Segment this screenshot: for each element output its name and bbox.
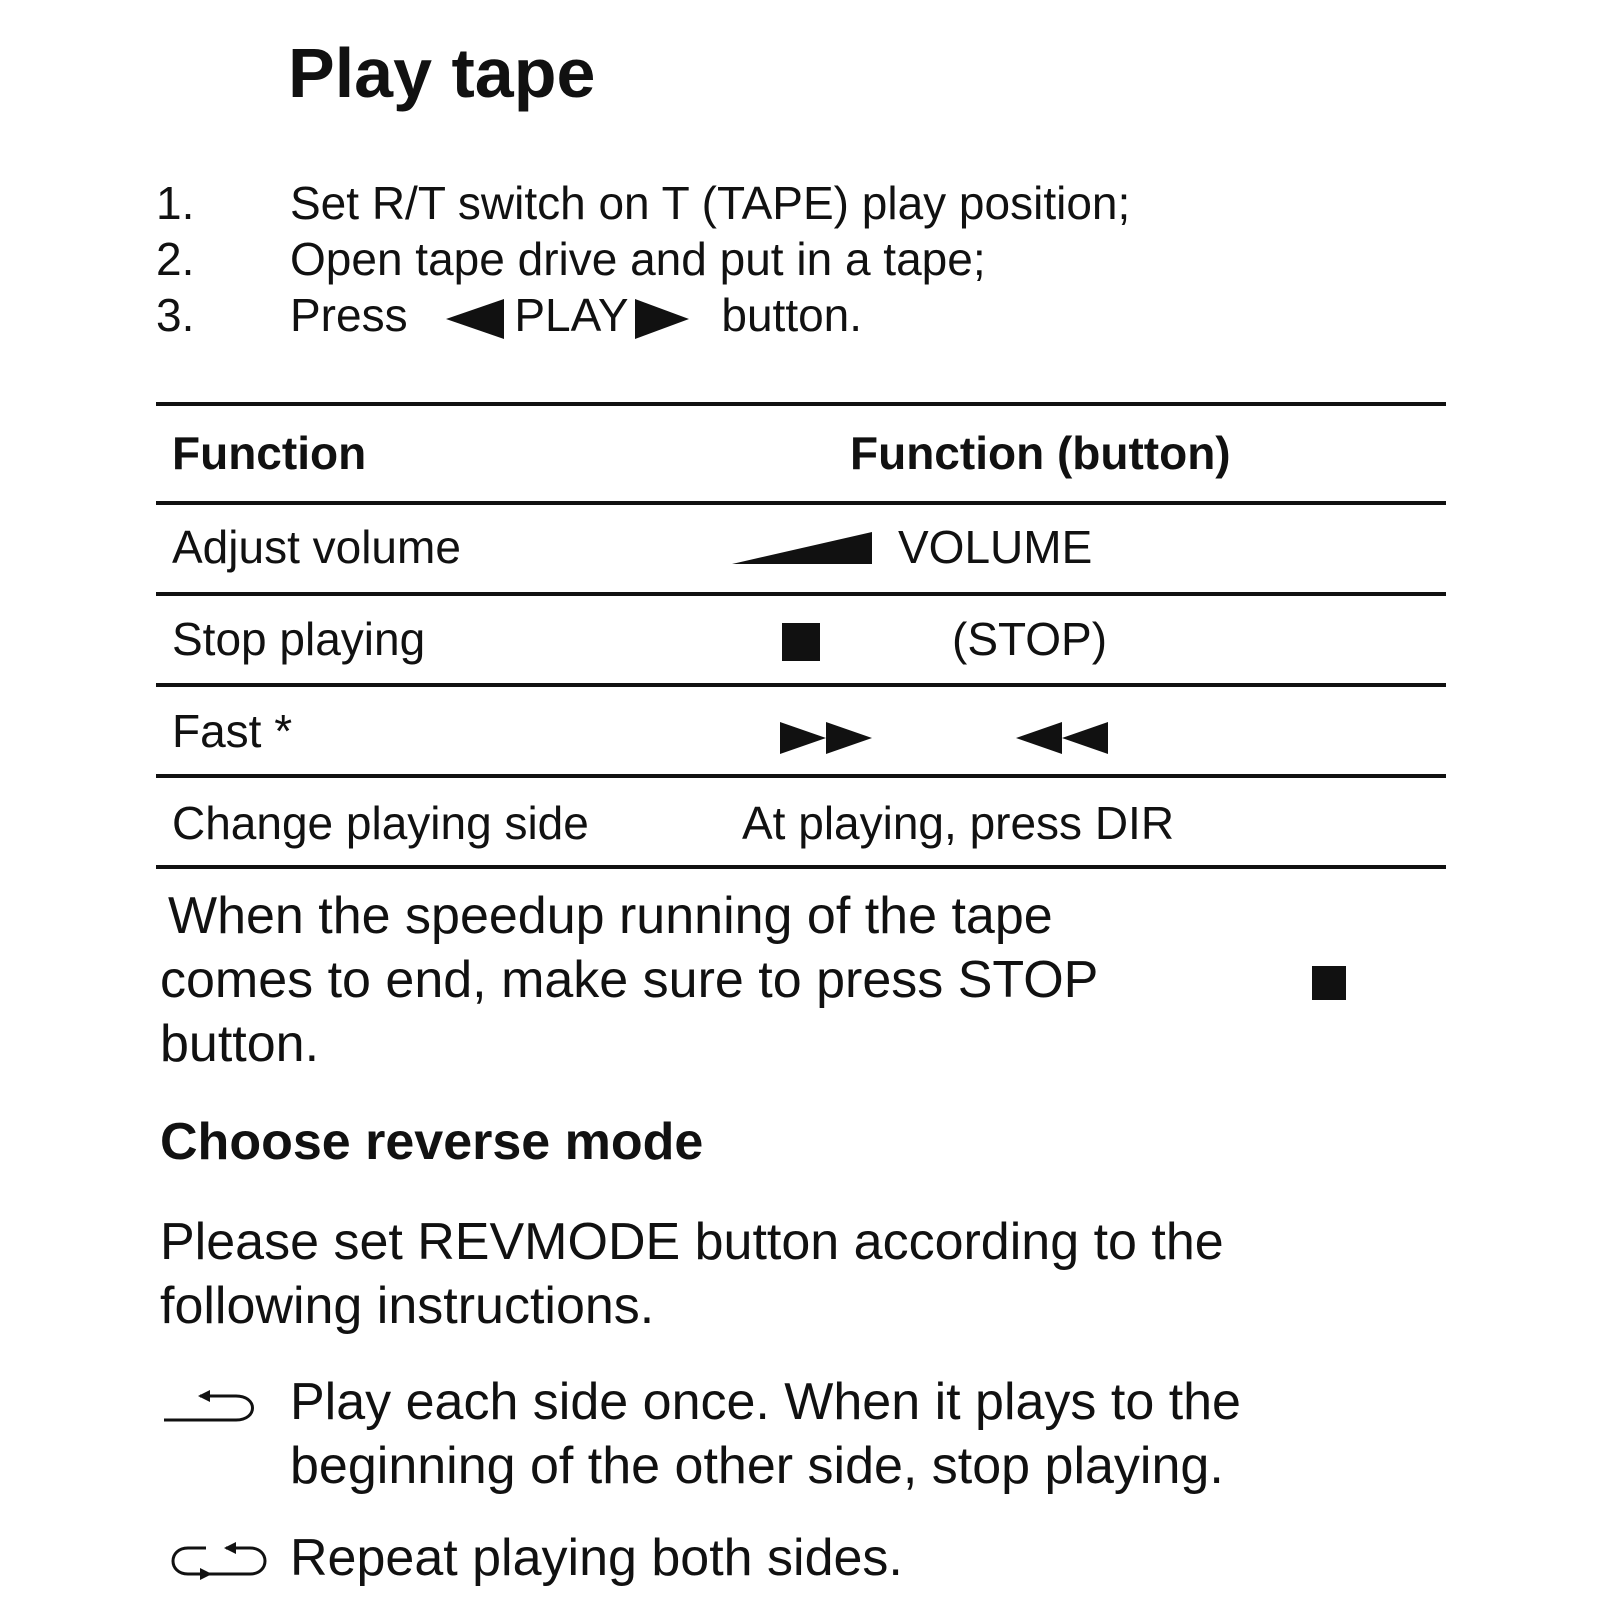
table-cell-function: Adjust volume — [172, 521, 461, 573]
step-number: 1. — [156, 177, 195, 229]
page-title: Play tape — [288, 34, 596, 112]
step-number: 2. — [156, 233, 195, 285]
step-number: 3. — [156, 289, 195, 341]
table-rule-bottom — [156, 865, 1446, 869]
table-rule — [156, 774, 1446, 778]
stop-icon — [782, 623, 820, 661]
reverse-mode-text: Repeat playing both sides. — [290, 1529, 903, 1587]
table-cell-function: Fast * — [172, 705, 293, 757]
reverse-mode-text: beginning of the other side, stop playin… — [290, 1437, 1224, 1495]
note-line: comes to end, make sure to press STOP — [160, 951, 1099, 1009]
stop-icon — [1312, 966, 1346, 1000]
fast-forward-icon — [780, 722, 872, 754]
step-text: Set R/T switch on T (TAPE) play position… — [290, 177, 1131, 229]
step-text: Open tape drive and put in a tape; — [290, 233, 986, 285]
step-press-label: Press — [290, 289, 408, 341]
rewind-icon — [1016, 722, 1108, 754]
step-button-suffix: button. — [721, 289, 863, 341]
one-way-return-icon — [162, 1384, 262, 1428]
step-text: Press PLAY button. — [290, 292, 862, 339]
reverse-intro-line: Please set REVMODE button according to t… — [160, 1213, 1224, 1271]
play-right-icon — [634, 298, 689, 339]
play-left-icon — [446, 298, 505, 339]
table-cell-function: Stop playing — [172, 613, 426, 665]
table-header-function: Function — [172, 427, 367, 479]
table-rule — [156, 683, 1446, 687]
table-cell-function: Change playing side — [172, 797, 589, 849]
table-cell-button: VOLUME — [898, 521, 1093, 573]
note-line: button. — [160, 1015, 320, 1073]
reverse-intro-line: following instructions. — [160, 1277, 655, 1335]
table-rule — [156, 592, 1446, 596]
reverse-mode-text: Play each side once. When it plays to th… — [290, 1373, 1241, 1431]
table-cell-button: (STOP) — [952, 613, 1108, 665]
section-heading: Choose reverse mode — [160, 1113, 704, 1171]
play-button-label: PLAY — [514, 289, 629, 341]
table-rule — [156, 501, 1446, 505]
note-line: When the speedup running of the tape — [168, 887, 1053, 945]
loop-repeat-icon — [164, 1538, 274, 1582]
table-header-button: Function (button) — [850, 427, 1231, 479]
table-rule-top — [156, 402, 1446, 406]
volume-ramp-icon — [732, 532, 872, 566]
table-cell-button: At playing, press DIR — [742, 797, 1175, 849]
